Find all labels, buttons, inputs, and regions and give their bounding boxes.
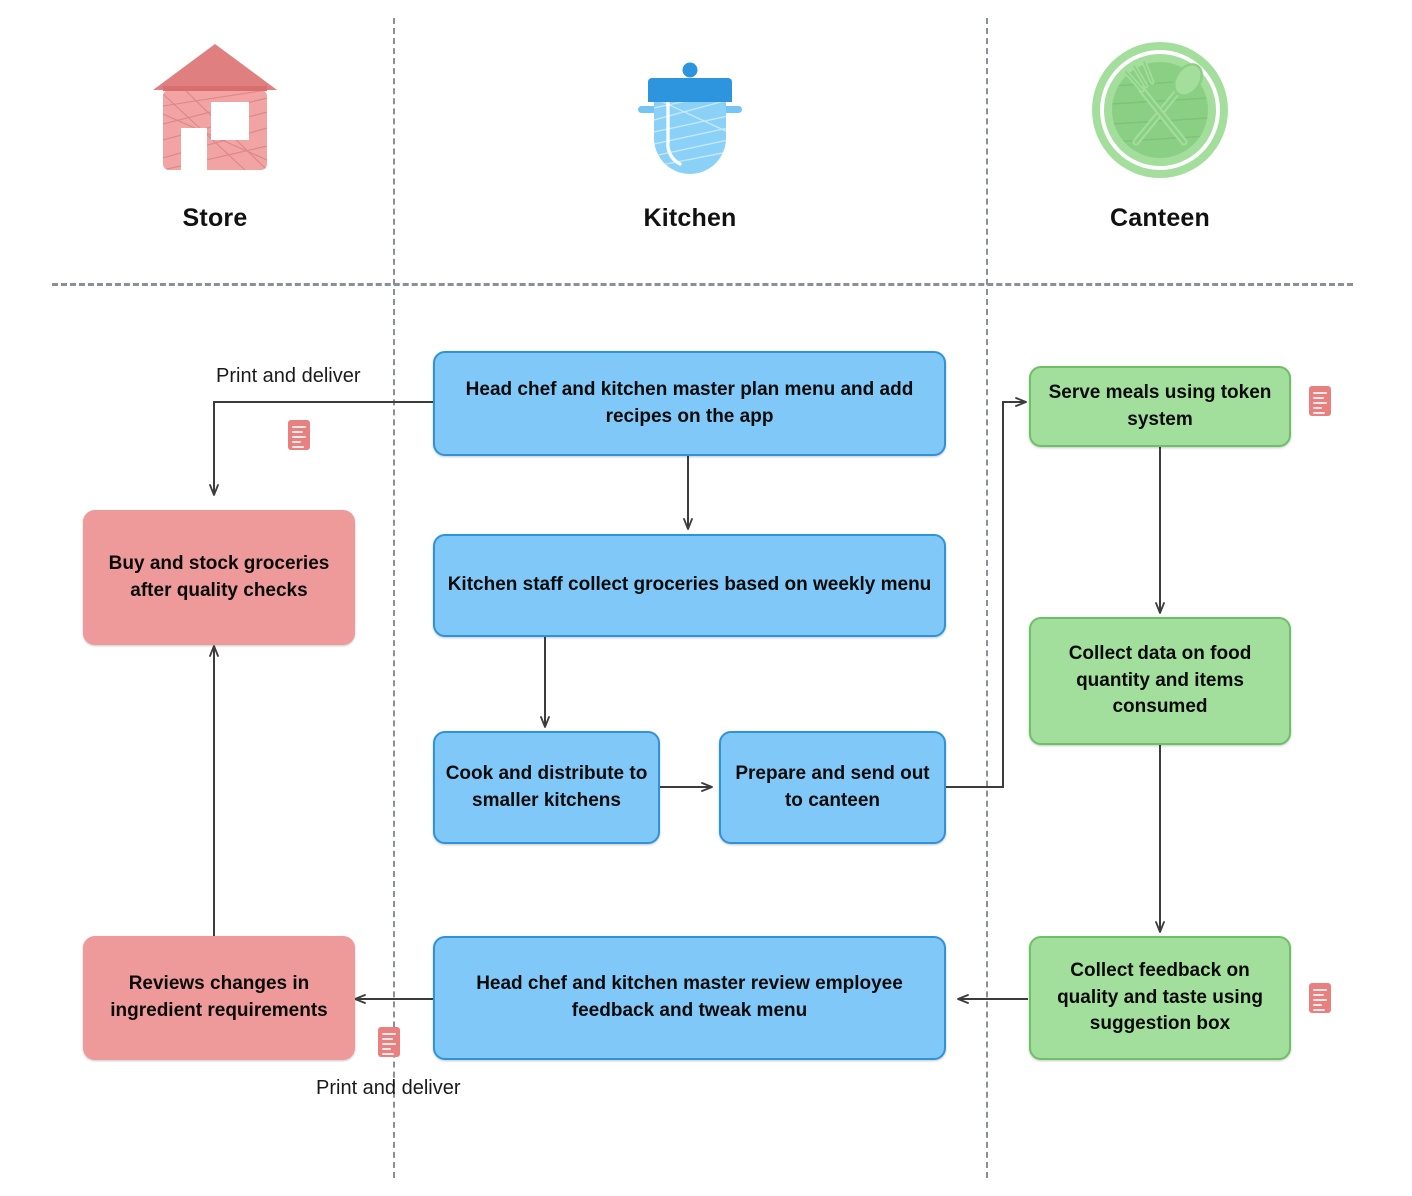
house-icon bbox=[65, 18, 365, 198]
lane-header-canteen: Canteen bbox=[1010, 18, 1310, 233]
lane-header-kitchen: Kitchen bbox=[540, 18, 840, 233]
plate-fork-spoon-icon bbox=[1010, 18, 1310, 198]
document-icon-bottom-right bbox=[1309, 983, 1331, 1013]
node-collect-groceries[interactable]: Kitchen staff collect groceries based on… bbox=[433, 534, 946, 637]
node-plan-menu[interactable]: Head chef and kitchen master plan menu a… bbox=[433, 351, 946, 456]
cooking-pot-icon bbox=[540, 18, 840, 198]
node-review-feedback[interactable]: Head chef and kitchen master review empl… bbox=[433, 936, 946, 1060]
document-icon-top-right bbox=[1309, 386, 1331, 416]
edge-plan-to-buy bbox=[209, 401, 433, 496]
node-buy-stock[interactable]: Buy and stock groceries after quality ch… bbox=[83, 510, 355, 645]
lane-title-canteen: Canteen bbox=[1109, 204, 1211, 232]
node-cook-distribute[interactable]: Cook and distribute to smaller kitchens bbox=[433, 731, 660, 844]
node-serve-meals[interactable]: Serve meals using token system bbox=[1029, 366, 1291, 447]
document-icon-bottom-left bbox=[378, 1027, 400, 1057]
lane-divider-store-kitchen bbox=[393, 18, 395, 1178]
document-icon-top-left bbox=[288, 420, 310, 450]
node-collect-data[interactable]: Collect data on food quantity and items … bbox=[1029, 617, 1291, 745]
edge-label-print-and-deliver-bottom: Print and deliver bbox=[316, 1077, 461, 1099]
lane-divider-kitchen-canteen bbox=[986, 18, 988, 1178]
node-reviews-changes[interactable]: Reviews changes in ingredient requiremen… bbox=[83, 936, 355, 1060]
node-prepare-send[interactable]: Prepare and send out to canteen bbox=[719, 731, 946, 844]
lane-header-store: Store bbox=[65, 18, 365, 233]
edge-label-print-and-deliver-top: Print and deliver bbox=[216, 365, 361, 387]
node-collect-feedback[interactable]: Collect feedback on quality and taste us… bbox=[1029, 936, 1291, 1060]
lane-title-kitchen: Kitchen bbox=[643, 204, 737, 232]
lane-header-divider bbox=[52, 283, 1353, 286]
lane-title-store: Store bbox=[182, 204, 248, 232]
